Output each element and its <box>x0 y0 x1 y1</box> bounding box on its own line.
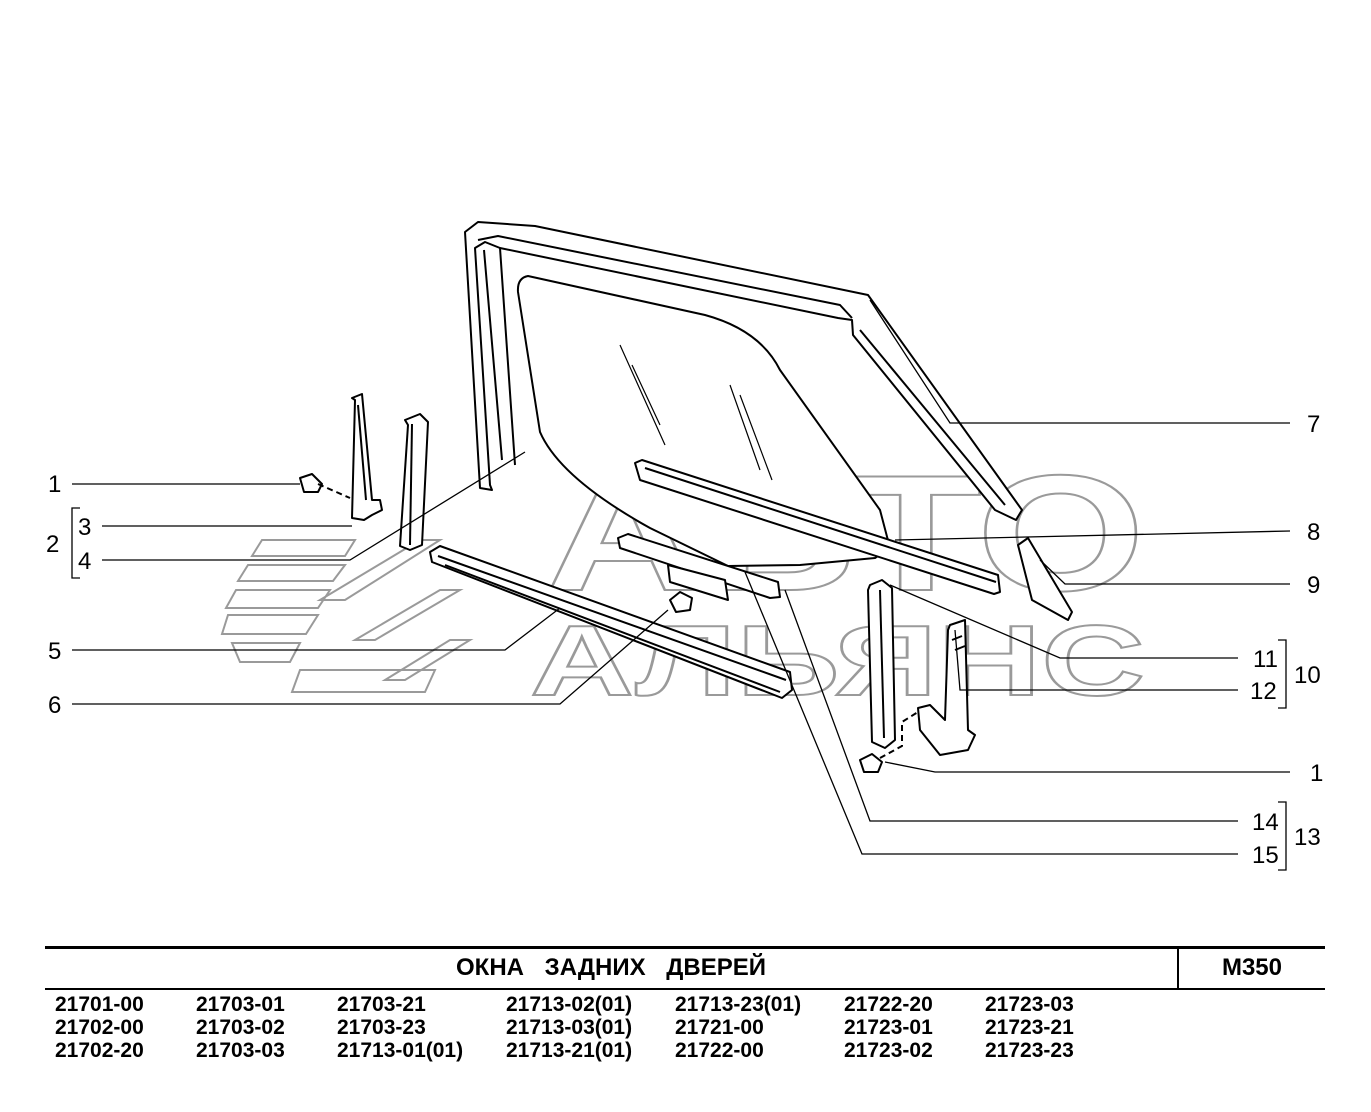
bolt-right <box>859 711 919 773</box>
model-code: 21702-20 <box>55 1039 144 1062</box>
model-list: 21701-00 21702-00 21702-20 21703-01 2170… <box>55 993 1255 1065</box>
callout-15: 15 <box>1252 842 1279 869</box>
callout-13: 13 <box>1294 824 1321 851</box>
callout-12: 12 <box>1250 678 1277 705</box>
callout-9: 9 <box>1307 572 1320 599</box>
callout-10: 10 <box>1294 662 1321 689</box>
model-code: 21722-00 <box>675 1039 764 1062</box>
model-code: 21723-23 <box>985 1039 1074 1062</box>
model-code: 21723-02 <box>844 1039 933 1062</box>
callout-2: 2 <box>46 531 59 558</box>
model-code: 21713-23(01) <box>675 993 802 1016</box>
watermark-logo <box>220 539 474 693</box>
bracket-9 <box>1017 537 1073 621</box>
bolt-center <box>669 591 693 613</box>
model-column: 21713-02(01) 21713-03(01) 21713-21(01) <box>506 993 632 1062</box>
parts-diagram: АВТО АЛЬЯНС <box>46 221 1323 871</box>
model-code: 21703-03 <box>196 1039 285 1062</box>
model-column: 21722-20 21723-01 21723-02 <box>844 993 933 1062</box>
model-code: 21721-00 <box>675 1016 764 1039</box>
model-code: 21701-00 <box>55 993 144 1016</box>
model-code: 21713-02(01) <box>506 993 633 1016</box>
model-code: 21723-03 <box>985 993 1074 1016</box>
leader-lines <box>71 299 1291 871</box>
callout-1-left: 1 <box>48 471 61 498</box>
title-block: ОКНА ЗАДНИХ ДВЕРЕЙ М350 <box>45 946 1325 990</box>
parts-drawing <box>299 221 1073 773</box>
door-glass <box>516 275 891 567</box>
callout-14: 14 <box>1252 809 1279 836</box>
callout-8: 8 <box>1307 519 1320 546</box>
title-divider <box>1177 946 1179 990</box>
model-column: 21703-21 21703-23 21713-01(01) <box>337 993 463 1062</box>
model-code: 21703-02 <box>196 1016 285 1039</box>
title-rule-bottom <box>45 988 1325 990</box>
callout-6: 6 <box>48 692 61 719</box>
model-column: 21723-03 21723-21 21723-23 <box>985 993 1074 1062</box>
model-code: 21723-01 <box>844 1016 933 1039</box>
bolt-left <box>299 473 351 499</box>
callout-11: 11 <box>1253 646 1278 673</box>
model-code: 21713-21(01) <box>506 1039 633 1062</box>
page-title: ОКНА ЗАДНИХ ДВЕРЕЙ <box>456 954 766 981</box>
callout-5: 5 <box>48 638 61 665</box>
callout-3: 3 <box>78 514 91 541</box>
channel-14 <box>617 533 781 599</box>
guide-bracket-3 <box>351 393 383 521</box>
model-code: 21723-21 <box>985 1016 1074 1039</box>
guide-bracket-12 <box>917 619 976 756</box>
lower-seal-5 <box>429 545 793 699</box>
model-code: 21702-00 <box>55 1016 144 1039</box>
model-code: 21703-01 <box>196 993 285 1016</box>
page-code: М350 <box>1221 954 1283 981</box>
guide-seal-4 <box>399 413 429 551</box>
title-rule-top <box>45 946 1325 949</box>
callout-4: 4 <box>78 548 91 575</box>
model-code: 21703-21 <box>337 993 426 1016</box>
model-code: 21713-01(01) <box>337 1039 464 1062</box>
callout-1-right: 1 <box>1310 760 1323 787</box>
model-column: 21713-23(01) 21721-00 21722-00 <box>675 993 801 1062</box>
model-column: 21701-00 21702-00 21702-20 <box>55 993 144 1062</box>
callouts: 1 2 3 4 5 6 7 8 9 11 10 12 1 14 13 15 <box>46 411 1323 869</box>
model-column: 21703-01 21703-02 21703-03 <box>196 993 285 1062</box>
model-code: 21722-20 <box>844 993 933 1016</box>
callout-7: 7 <box>1307 411 1320 438</box>
model-code: 21703-23 <box>337 1016 426 1039</box>
frame-seal <box>464 221 1023 521</box>
model-code: 21713-03(01) <box>506 1016 633 1039</box>
